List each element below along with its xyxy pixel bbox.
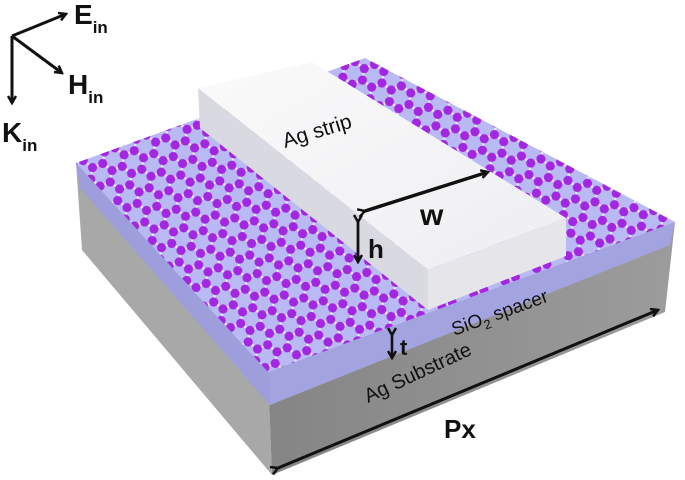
h-field-label: Hin [68,69,103,107]
e-field-label: Ein [74,0,108,37]
ag-strip-top-face [198,62,566,270]
e-field-arrow [11,14,66,38]
width-arrow [365,172,488,211]
spacer-left-band [76,163,270,405]
period-label: Px [444,414,476,444]
substrate-left-face [76,163,272,475]
width-label: w [419,199,444,232]
thickness-label: t [400,335,408,360]
ag-strip-side-face [198,88,428,310]
h-field-arrow [11,34,62,73]
ag-strip-front-face [428,218,566,310]
height-label: h [368,234,384,264]
field-axes: Ein Hin Kin [2,0,108,155]
k-vector-label: Kin [2,117,37,155]
period-arrow [278,310,658,468]
